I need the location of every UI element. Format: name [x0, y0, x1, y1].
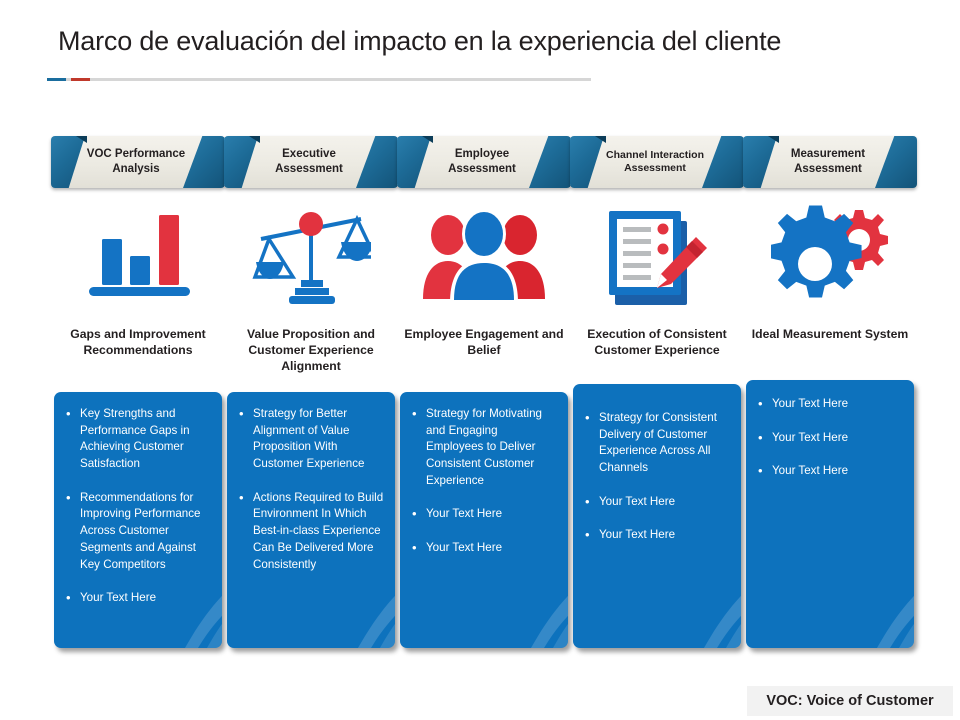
- ribbon-nub: [768, 136, 779, 143]
- rule-segment-blue: [47, 78, 66, 81]
- content-card-2[interactable]: Strategy for Better Alignment of Value P…: [227, 392, 395, 648]
- icon-box-5: [743, 196, 917, 314]
- ribbon-banner-1[interactable]: VOC Performance Analysis: [51, 136, 225, 188]
- caption-4: Execution of Consistent Customer Experie…: [587, 327, 727, 358]
- ribbon-label-5: Measurement Assessment: [790, 148, 866, 175]
- ribbon-nub: [422, 136, 433, 143]
- list-item: Strategy for Motivating and Engaging Emp…: [410, 405, 558, 489]
- column-measurement-assessment: Measurement Assessment Ideal Measurement…: [743, 0, 917, 720]
- people-group-icon: [423, 209, 545, 303]
- ribbon-label-3: Employee Assessment: [448, 148, 516, 175]
- balance-scale-icon: [252, 212, 371, 304]
- ribbon-label-4: Channel Interaction Assessment: [605, 148, 704, 174]
- caption-3: Employee Engagement and Belief: [404, 327, 564, 358]
- list-item: Your Text Here: [583, 493, 731, 511]
- content-card-3[interactable]: Strategy for Motivating and Engaging Emp…: [400, 392, 568, 648]
- list-item: Strategy for Better Alignment of Value P…: [237, 405, 385, 473]
- column-voc-performance-analysis: VOC Performance Analysis Gaps and Improv…: [51, 0, 225, 720]
- swoosh-decoration: [703, 596, 741, 648]
- bullet-list-2: Strategy for Better Alignment of Value P…: [227, 392, 395, 587]
- content-card-4[interactable]: Strategy for Consistent Delivery of Cust…: [573, 384, 741, 648]
- caption-2: Value Proposition and Customer Experienc…: [247, 327, 375, 374]
- icon-box-2: [224, 196, 398, 314]
- column-channel-interaction-assessment: Channel Interaction Assessment Execution…: [570, 0, 744, 720]
- ribbon-banner-5[interactable]: Measurement Assessment: [743, 136, 917, 188]
- ribbon-banner-4[interactable]: Channel Interaction Assessment: [570, 136, 744, 188]
- icon-box-3: [397, 196, 571, 314]
- ribbon-banner-3[interactable]: Employee Assessment: [397, 136, 571, 188]
- list-item: Recommendations for Improving Performanc…: [64, 489, 212, 573]
- icon-box-4: [570, 196, 744, 314]
- clipboard-pencil-icon: [609, 211, 707, 305]
- rule-segment-red: [71, 78, 90, 81]
- content-card-1[interactable]: Key Strengths and Performance Gaps in Ac…: [54, 392, 222, 648]
- gears-icon: [771, 205, 888, 298]
- ribbon-label-2: Executive Assessment: [275, 148, 343, 175]
- list-item: Strategy for Consistent Delivery of Cust…: [583, 409, 731, 477]
- bullet-list-3: Strategy for Motivating and Engaging Emp…: [400, 392, 568, 571]
- page-title: Marco de evaluación del impacto en la ex…: [58, 26, 782, 56]
- ribbon-label-1: VOC Performance Analysis: [86, 148, 186, 175]
- bullet-list-4: Strategy for Consistent Delivery of Cust…: [573, 384, 741, 558]
- list-item: Actions Required to Build Environment In…: [237, 489, 385, 573]
- list-item: Your Text Here: [756, 462, 904, 480]
- bullet-list-1: Key Strengths and Performance Gaps in Ac…: [54, 392, 222, 621]
- column-employee-assessment: Employee Assessment Employee Engagement …: [397, 0, 571, 720]
- ribbon-banner-2[interactable]: Executive Assessment: [224, 136, 398, 188]
- list-item: Your Text Here: [583, 526, 731, 544]
- bullet-list-5: Your Text Here Your Text Here Your Text …: [746, 380, 914, 494]
- list-item: Your Text Here: [410, 505, 558, 523]
- column-executive-assessment: Executive Assessment Value Proposition a…: [224, 0, 398, 720]
- list-item: Your Text Here: [410, 539, 558, 557]
- caption-5: Ideal Measurement System: [751, 327, 909, 341]
- title-underline-rule: [47, 78, 591, 81]
- bar-chart-icon: [89, 215, 190, 296]
- list-item: Key Strengths and Performance Gaps in Ac…: [64, 405, 212, 473]
- list-item: Your Text Here: [64, 589, 212, 607]
- swoosh-decoration: [876, 596, 914, 648]
- icon-box-1: [51, 196, 225, 314]
- content-card-5[interactable]: Your Text Here Your Text Here Your Text …: [746, 380, 914, 648]
- ribbon-nub: [249, 136, 260, 143]
- list-item: Your Text Here: [756, 429, 904, 447]
- ribbon-nub: [595, 136, 606, 143]
- footer-legend-voc: VOC: Voice of Customer: [747, 686, 953, 716]
- caption-1: Gaps and Improvement Recommendations: [70, 327, 206, 358]
- swoosh-decoration: [530, 596, 568, 648]
- ribbon-nub: [76, 136, 87, 143]
- list-item: Your Text Here: [756, 395, 904, 413]
